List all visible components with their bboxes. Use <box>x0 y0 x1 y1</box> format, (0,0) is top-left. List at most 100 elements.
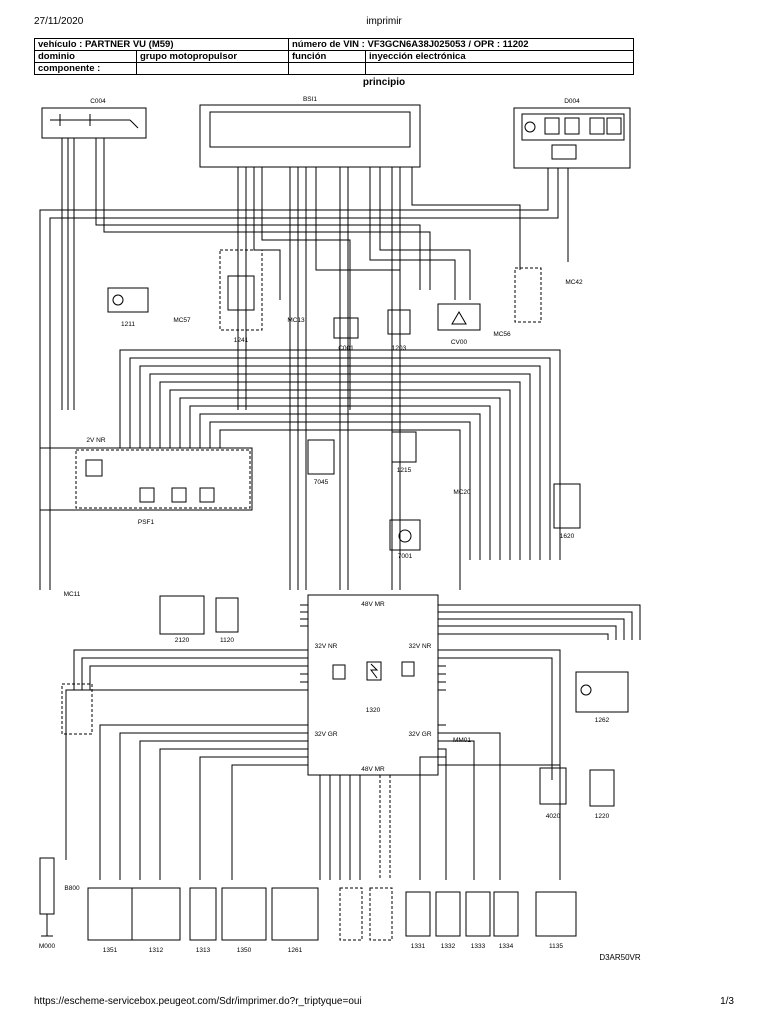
wire-harness <box>419 732 561 880</box>
wire-harness <box>99 724 300 880</box>
page-number: 1/3 <box>720 996 734 1007</box>
label-1331: 1331 <box>411 943 426 950</box>
wire-harness <box>446 649 561 780</box>
wire-bundle <box>289 167 401 590</box>
label-mc13: MC13 <box>287 317 305 324</box>
wire-bundle <box>391 167 521 590</box>
ecu-left-bottom-label: 32V GR <box>314 731 337 738</box>
label-1312: 1312 <box>149 947 164 954</box>
label-1120: 1120 <box>220 637 234 644</box>
connector-15 <box>339 887 363 941</box>
ecu-1320 <box>307 594 439 776</box>
component-1220 <box>589 769 615 807</box>
c1262-motor-icon <box>580 684 592 696</box>
psf1-relay <box>171 487 187 503</box>
psf1-relay <box>139 487 155 503</box>
ecu-right-bottom-label: 32V GR <box>408 731 431 738</box>
section-title: principio <box>362 77 406 88</box>
psf1-relay <box>85 459 103 477</box>
wire-harness <box>119 349 561 560</box>
psf1-connector-label: 2V NR <box>86 437 105 444</box>
label-1203: 1203 <box>392 345 407 352</box>
label-1135: 1135 <box>549 943 563 950</box>
label-1333: 1333 <box>471 943 486 950</box>
d004-display-icon <box>606 117 622 135</box>
wire-bundle <box>39 168 569 590</box>
component-1332 <box>435 891 461 937</box>
label-mc11: MC11 <box>64 591 81 598</box>
d004-gauge-icon <box>524 121 536 133</box>
ecu-lightning-icon <box>370 663 379 679</box>
label-mc42: MC42 <box>565 279 583 286</box>
cv00-warning-icon <box>451 311 467 325</box>
component-1351 <box>87 887 133 941</box>
module-d004 <box>513 107 631 169</box>
label-mc56: MC56 <box>493 331 511 338</box>
component-1135 <box>535 891 577 937</box>
wire-bundle <box>61 138 431 410</box>
label-7001: 7001 <box>398 553 413 560</box>
component-mc42-frame <box>514 267 542 323</box>
print-date: 27/11/2020 <box>34 16 84 27</box>
label-ecu: 1320 <box>366 707 381 714</box>
ecu-right-top-label: 32V NR <box>409 643 432 650</box>
label-1351: 1351 <box>103 947 118 954</box>
component-cv00 <box>437 303 481 331</box>
component-1334 <box>493 891 519 937</box>
component-label: componente : <box>34 62 137 75</box>
label-1215: 1215 <box>397 467 412 474</box>
component-1261 <box>271 887 319 941</box>
component-4020 <box>539 767 567 805</box>
component-1333 <box>465 891 491 937</box>
label-mc20: MC20 <box>453 489 471 496</box>
label-m000: M000 <box>39 943 56 950</box>
label-4020: 4020 <box>546 813 561 820</box>
wire-harness <box>199 413 481 590</box>
component-1350 <box>221 887 267 941</box>
label-1332: 1332 <box>441 943 456 950</box>
ground-m000 <box>41 914 53 937</box>
component-1313 <box>189 887 217 941</box>
component-1215 <box>391 431 417 463</box>
print-title: imprimir <box>366 16 402 27</box>
component-7045 <box>307 439 335 475</box>
psf1-relay <box>199 487 215 503</box>
label-1241: 1241 <box>234 337 249 344</box>
label-7045: 7045 <box>314 479 329 486</box>
ecu-chip-icon <box>332 664 346 680</box>
label-psf1: PSF1 <box>138 519 155 526</box>
label-b800: B800 <box>64 885 80 892</box>
wire-bundle <box>237 167 351 410</box>
component-1312 <box>131 887 181 941</box>
psf1-inner <box>75 449 251 509</box>
ecu-left-top-label: 32V NR <box>315 643 338 650</box>
component-b800 <box>39 857 55 915</box>
component-1620 <box>553 483 581 529</box>
module-c004-detail <box>50 114 139 129</box>
label-1334: 1334 <box>499 943 514 950</box>
c1211-motor-icon <box>112 294 124 306</box>
wire-harness <box>159 381 521 560</box>
component-1211 <box>107 287 149 313</box>
label-bsi1: BSI1 <box>303 96 317 103</box>
module-d004-inner <box>521 113 625 141</box>
connector-frame <box>61 683 93 735</box>
component-2120 <box>159 595 205 635</box>
label-mm01: MM01 <box>453 737 471 744</box>
d004-display-icon <box>544 117 560 135</box>
d004-connector <box>551 144 577 160</box>
ecu-injector-icon <box>401 661 415 677</box>
ecu-top-connector-label: 48V MR <box>361 601 385 608</box>
component-1262 <box>575 671 629 713</box>
footer-url: https://escheme-servicebox.peugeot.com/S… <box>34 996 362 1007</box>
ecu-power-icon <box>366 661 382 681</box>
label-1261: 1261 <box>288 947 303 954</box>
wire-harness <box>446 604 641 640</box>
label-1313: 1313 <box>196 947 211 954</box>
label-cv00: CV00 <box>451 339 468 346</box>
wire-harness <box>319 775 361 880</box>
label-1262: 1262 <box>595 717 610 724</box>
component-psf1 <box>39 447 253 511</box>
module-bsi1-inner <box>209 111 411 148</box>
